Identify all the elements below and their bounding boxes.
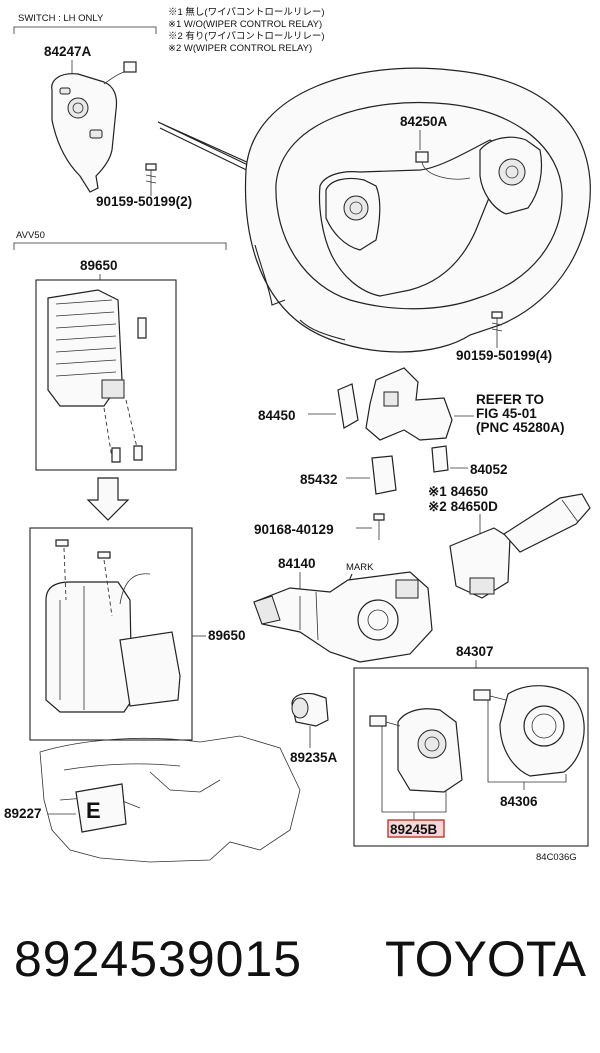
part-84650-switch[interactable] <box>449 527 511 599</box>
arrow-down <box>86 477 130 521</box>
label-89235A[interactable]: 89235A <box>290 750 338 765</box>
avv50-group: AVV50 89650 <box>13 230 227 471</box>
label-84650[interactable]: ※1 84650 <box>428 484 488 499</box>
label-85432[interactable]: 85432 <box>300 472 338 487</box>
refer-line-2[interactable]: FIG 45-01 <box>476 406 537 421</box>
legend-notes: ※1 無し(ワイパコントロールリレー) ※1 W/O(WIPER CONTROL… <box>168 6 325 54</box>
stalk-84650-group: ※1 84650 ※2 84650D <box>428 484 591 599</box>
part-84247A-switch[interactable] <box>51 73 118 193</box>
svg-text:E: E <box>86 798 101 823</box>
avv-header: AVV50 <box>16 230 45 241</box>
label-90159-2[interactable]: 90159-50199(2) <box>96 194 192 209</box>
box-89650-top <box>35 279 177 471</box>
part-84140-switch[interactable] <box>253 571 433 663</box>
label-84247A[interactable]: 84247A <box>44 44 92 59</box>
part-89650-bracket[interactable] <box>45 581 133 713</box>
footer-brand: TOYOTA <box>385 931 586 987</box>
switch-header: SWITCH : LH ONLY <box>18 13 104 24</box>
legend-line-1: ※1 無し(ワイパコントロールリレー) <box>168 6 325 18</box>
label-89227[interactable]: 89227 <box>4 806 42 821</box>
part-84052[interactable] <box>431 445 449 473</box>
footer-part-number: 8924539015 <box>14 931 303 987</box>
label-89650-top[interactable]: 89650 <box>80 258 118 273</box>
box-84307 <box>353 667 589 847</box>
refer-line-1[interactable]: REFER TO <box>476 392 544 407</box>
legend-line-4: ※2 W(WIPER CONTROL RELAY) <box>168 43 312 54</box>
box-89650-mid: 89650 <box>29 527 246 741</box>
label-84140[interactable]: 84140 <box>278 556 316 571</box>
label-84250A[interactable]: 84250A <box>400 114 448 129</box>
part-89227-group: E 89227 <box>4 783 127 833</box>
switch-lh-group: SWITCH : LH ONLY 84247A 90159-50199(2) <box>13 13 192 209</box>
label-84052[interactable]: 84052 <box>470 462 508 477</box>
switch-84140-group: 84140 MARK <box>253 556 433 663</box>
part-84450[interactable] <box>337 383 359 429</box>
refer-line-3[interactable]: (PNC 45280A) <box>476 420 565 435</box>
mark-label: MARK <box>346 562 374 573</box>
legend-line-2: ※1 W/O(WIPER CONTROL RELAY) <box>168 19 322 30</box>
spiral-cable-group: 84307 84306 89245B <box>353 644 589 847</box>
highlight-89245B <box>387 819 445 838</box>
label-84306[interactable]: 84306 <box>500 794 538 809</box>
label-90159-4[interactable]: 90159-50199(4) <box>456 348 552 363</box>
label-89245B[interactable]: 89245B <box>390 822 438 837</box>
label-90168[interactable]: 90168-40129 <box>254 522 334 537</box>
part-lock-housing[interactable] <box>365 367 453 441</box>
steering-wheel-group: 84250A 90159-50199(4) <box>244 67 591 363</box>
label-89650-mid[interactable]: 89650 <box>208 628 246 643</box>
dash-panel-sketch <box>39 735 301 863</box>
part-89235A-group: 89235A <box>290 692 338 765</box>
part-85432[interactable] <box>371 455 397 495</box>
part-89227[interactable] <box>75 783 127 833</box>
label-84650D[interactable]: ※2 84650D <box>428 499 498 514</box>
footer: 8924539015 TOYOTA <box>0 930 600 1010</box>
label-84450[interactable]: 84450 <box>258 408 296 423</box>
drawing-code: 84C036G <box>536 852 577 863</box>
lock-cluster: 84450 REFER TO FIG 45-01 (PNC 45280A) 85… <box>254 367 565 540</box>
legend-line-3: ※2 有り(ワイパコントロールリレー) <box>168 30 325 42</box>
label-84307[interactable]: 84307 <box>456 644 494 659</box>
